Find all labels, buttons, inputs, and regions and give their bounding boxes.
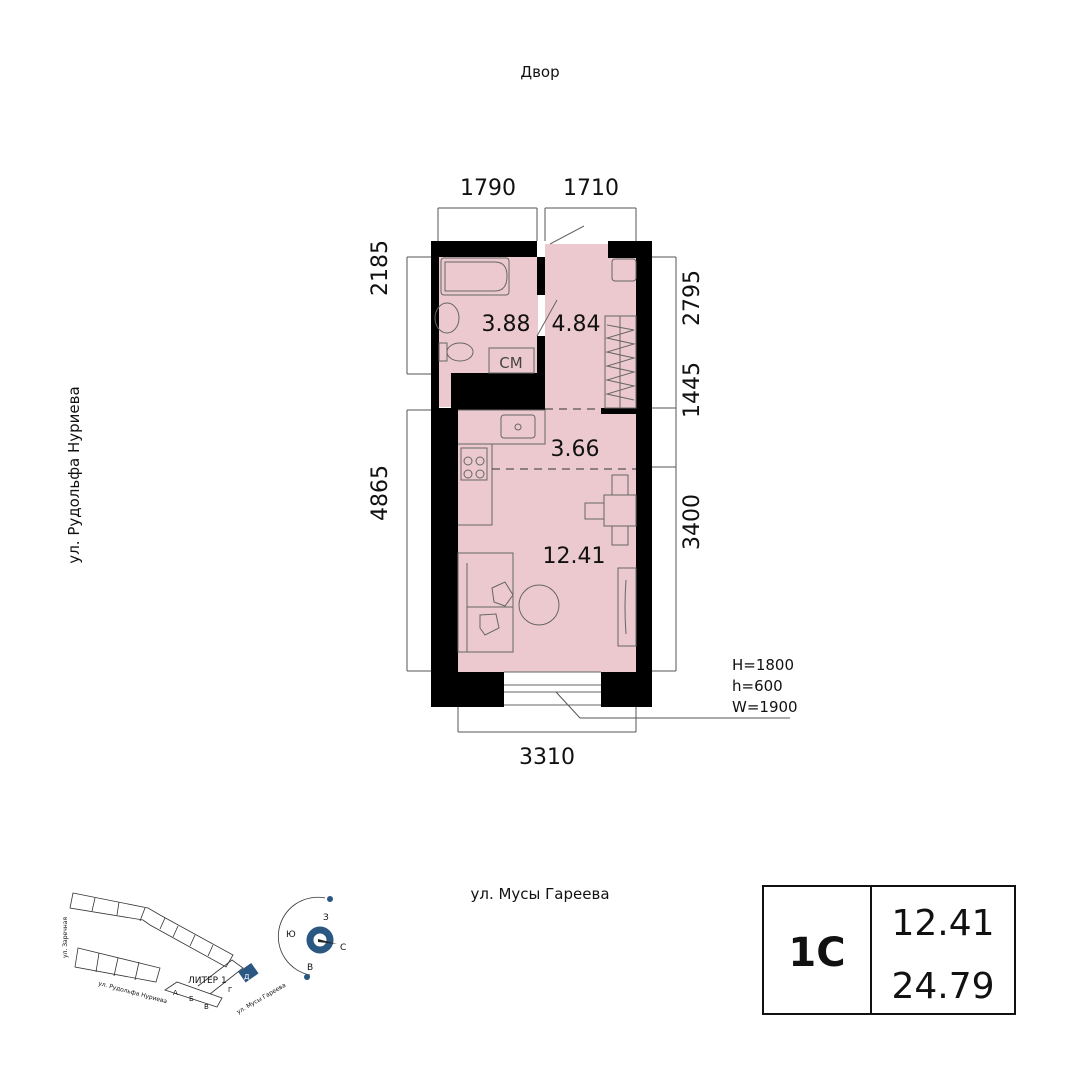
minimap-liter: ЛИТЕР 1 xyxy=(188,976,227,986)
street-bottom-label: ул. Мусы Гареева xyxy=(470,885,609,903)
walls xyxy=(431,241,652,707)
furniture: СМ xyxy=(434,257,637,653)
compass-south: Ю xyxy=(286,930,296,940)
rooms xyxy=(438,244,637,672)
dim-left-lower: 4865 xyxy=(368,465,393,521)
tv xyxy=(617,567,637,647)
info-box: 1С 12.41 24.79 xyxy=(762,885,1016,1015)
sun-icon xyxy=(327,896,333,902)
minimap-section-g: Г xyxy=(228,986,232,994)
highlighted-section xyxy=(238,962,259,983)
counter xyxy=(458,443,493,526)
rug xyxy=(518,584,560,626)
kitchen-sink xyxy=(500,414,536,439)
window-height: H=1800 xyxy=(732,656,794,674)
minimap-street-zarechnaya: ул. Заречная xyxy=(62,917,69,958)
compass: З Ю С В xyxy=(286,896,346,980)
courtyard-label: Двор xyxy=(520,63,559,81)
living-kitchen xyxy=(458,408,636,672)
window xyxy=(504,225,601,706)
window-width: W=1900 xyxy=(732,698,798,716)
apartment-type: 1С xyxy=(788,930,845,976)
minimap-section-d: Д xyxy=(244,973,250,981)
bathtub xyxy=(440,257,510,296)
area-kitchen: 3.66 xyxy=(551,437,600,462)
sofa xyxy=(457,552,514,653)
sun-icon xyxy=(304,974,310,980)
dimension-lines xyxy=(406,207,790,733)
minimap-section-v: В xyxy=(204,1003,209,1011)
washer-label: СМ xyxy=(499,354,522,372)
area-bathroom: 3.88 xyxy=(482,312,531,337)
minimap-street-gareeva: ул. Мусы Гареева xyxy=(236,982,288,1016)
window-sill: h=600 xyxy=(732,677,783,695)
dim-top-right: 1710 xyxy=(563,176,619,201)
stove xyxy=(460,447,488,481)
hallway xyxy=(545,244,637,410)
site-minimap xyxy=(69,892,326,1008)
dim-right-middle: 1445 xyxy=(680,362,705,418)
total-area: 24.79 xyxy=(891,966,994,1007)
compass-north: С xyxy=(340,943,346,953)
dim-right-lower: 3400 xyxy=(680,494,705,550)
dim-right-upper: 2795 xyxy=(680,270,705,326)
street-left-label: ул. Рудольфа Нуриева xyxy=(65,386,83,563)
dim-left-upper: 2185 xyxy=(368,240,393,296)
area-living: 12.41 xyxy=(543,544,606,569)
sink xyxy=(434,302,460,334)
minimap-street-nurieva: ул. Рудольфа Нуриева xyxy=(97,980,168,1005)
compass-west: З xyxy=(323,913,329,923)
area-hallway: 4.84 xyxy=(552,312,601,337)
minimap-section-a: А xyxy=(173,989,178,997)
living-area: 12.41 xyxy=(891,903,994,944)
dim-bottom: 3310 xyxy=(519,745,575,770)
minimap-section-b: Б xyxy=(189,995,194,1003)
dim-top-left: 1790 xyxy=(460,176,516,201)
washer xyxy=(488,347,535,374)
compass-east: В xyxy=(307,963,313,973)
